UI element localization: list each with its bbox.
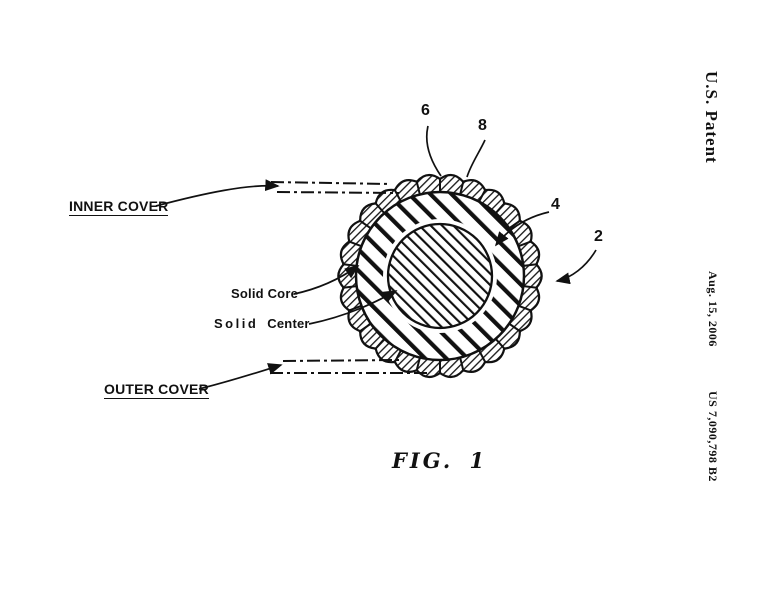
dimple-divider-line bbox=[393, 188, 403, 203]
dimple-divider-line bbox=[373, 201, 386, 215]
centerlines bbox=[270, 181, 431, 374]
dimple-divider-line bbox=[477, 188, 487, 203]
dimple-divider-line bbox=[522, 263, 538, 267]
dimple-divider-line bbox=[458, 356, 465, 372]
solid-core-label: Solid Core bbox=[231, 286, 299, 301]
ref-numeral-4: 4 bbox=[551, 196, 560, 213]
numeral-4-leader bbox=[494, 211, 550, 247]
patent-date: Aug. 15, 2006 bbox=[706, 271, 720, 347]
ref-numeral-8: 8 bbox=[478, 117, 487, 134]
ref-numeral-2: 2 bbox=[594, 228, 603, 245]
outer-cover-centerline-top bbox=[282, 359, 400, 362]
ref-numeral-6: 6 bbox=[421, 102, 430, 119]
dimple-divider-line bbox=[517, 240, 533, 248]
dimple-divider-line bbox=[373, 337, 386, 351]
dimple-divider-line bbox=[477, 349, 487, 364]
solid-center-label: Solid Center bbox=[214, 316, 310, 331]
dimple-divider-line bbox=[522, 285, 538, 289]
outer-cover-leader bbox=[198, 363, 283, 390]
inner-cover-centerline-top bbox=[270, 181, 392, 185]
dimple-divider-line bbox=[494, 201, 507, 215]
outer-cover-label: OUTER COVER bbox=[104, 381, 209, 399]
ball-diagram bbox=[337, 173, 543, 379]
figure-caption: FIG. 1 bbox=[392, 448, 488, 473]
dimple-divider-line bbox=[358, 219, 373, 230]
dimple-divider-line bbox=[494, 337, 507, 351]
dimple-divider-line bbox=[507, 219, 522, 230]
dimple-divider-line bbox=[517, 304, 533, 312]
patent-number: US 7,090,798 B2 bbox=[706, 391, 720, 482]
solid-center-leader bbox=[308, 290, 398, 325]
dimple-divider-line bbox=[415, 356, 422, 372]
solid-center-word1: Solid bbox=[214, 316, 259, 331]
dimple-divider-line bbox=[393, 349, 403, 364]
dimple-divider-line bbox=[342, 285, 358, 289]
numeral-2-leader bbox=[555, 249, 597, 285]
solid-core-leader bbox=[293, 265, 360, 295]
dimple-divider-line bbox=[347, 240, 363, 248]
dimple-divider-line bbox=[358, 322, 373, 333]
numeral-8-leader bbox=[466, 139, 486, 178]
dimple-divider-line bbox=[507, 322, 522, 333]
dimple-divider-line bbox=[415, 180, 422, 196]
dimple-divider-line bbox=[458, 180, 465, 196]
numeral-6-leader bbox=[425, 125, 442, 177]
inner-cover-centerline-bottom bbox=[276, 191, 400, 194]
patent-office-label: U.S. Patent bbox=[702, 71, 721, 164]
leader-lines bbox=[155, 125, 597, 390]
dimple-divider-line bbox=[347, 304, 363, 312]
solid-center-circle bbox=[386, 222, 494, 330]
inner-cover-label: INNER COVER bbox=[69, 198, 169, 216]
solid-center-word2: Center bbox=[267, 316, 310, 331]
inner-cover-leader bbox=[155, 179, 280, 207]
